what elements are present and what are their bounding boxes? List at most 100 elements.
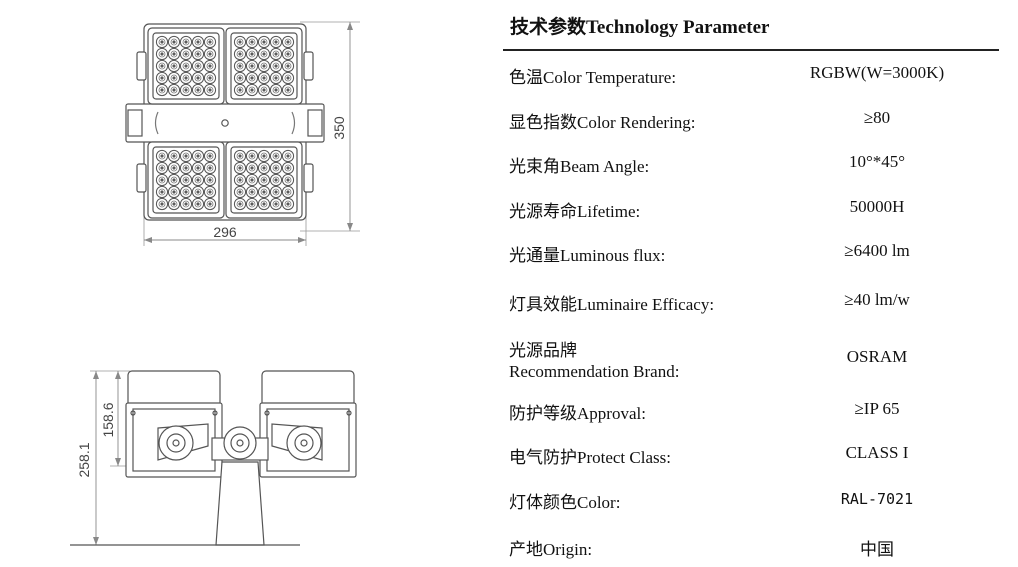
led-cell <box>155 59 169 73</box>
led-cell <box>257 149 271 163</box>
led-cell <box>155 185 169 199</box>
param-label-en: Recommendation Brand: <box>509 362 680 381</box>
led-cell <box>203 185 217 199</box>
led-cell <box>281 71 295 85</box>
led-cell <box>281 185 295 199</box>
led-cell <box>167 173 181 187</box>
led-cell <box>155 35 169 49</box>
led-cell <box>257 173 271 187</box>
led-cell <box>179 149 193 163</box>
led-cell <box>233 149 247 163</box>
led-cell <box>233 59 247 73</box>
param-value: OSRAM <box>846 347 908 366</box>
param-label: 色温Color Temperature: <box>509 68 677 87</box>
param-label: 电气防护Protect Class: <box>509 448 671 467</box>
led-cell <box>191 83 205 97</box>
led-cell <box>245 161 259 175</box>
led-cell <box>281 149 295 163</box>
led-cell <box>281 173 295 187</box>
param-value: CLASS I <box>845 443 909 462</box>
led-cell <box>257 83 271 97</box>
param-label: 光通量Luminous flux: <box>509 246 666 265</box>
fixture-drawing: 350 296 <box>70 21 360 546</box>
param-value: RAL-7021 <box>840 490 914 508</box>
led-cell <box>269 197 283 211</box>
param-label-cn: 光源品牌 <box>509 341 577 360</box>
led-cell <box>233 35 247 49</box>
led-cell <box>233 197 247 211</box>
led-cell <box>257 161 271 175</box>
led-cell <box>179 71 193 85</box>
led-cell <box>179 47 193 61</box>
led-cell <box>167 71 181 85</box>
param-value: ≥IP 65 <box>854 399 900 418</box>
led-cell <box>179 59 193 73</box>
led-cell <box>269 149 283 163</box>
led-cell <box>179 185 193 199</box>
led-cell <box>155 197 169 211</box>
param-value: 50000H <box>849 197 905 216</box>
led-cell <box>257 185 271 199</box>
led-cell <box>269 71 283 85</box>
led-cell <box>203 197 217 211</box>
led-cell <box>245 197 259 211</box>
led-cell <box>257 71 271 85</box>
led-cell <box>203 47 217 61</box>
led-cell <box>281 83 295 97</box>
led-cell <box>203 173 217 187</box>
led-cell <box>245 35 259 49</box>
param-label: 灯体颜色Color: <box>509 493 621 512</box>
led-cell <box>269 59 283 73</box>
led-cell <box>257 197 271 211</box>
led-cell <box>233 47 247 61</box>
led-cell <box>155 161 169 175</box>
dim-total-height: 258.1 <box>76 442 92 477</box>
led-cell <box>269 185 283 199</box>
param-label: 产地Origin: <box>509 540 593 559</box>
led-cell <box>269 35 283 49</box>
param-value: ≥6400 lm <box>844 241 910 260</box>
led-cell <box>167 185 181 199</box>
led-cell <box>269 47 283 61</box>
led-cell <box>281 161 295 175</box>
dim-height-top: 350 <box>331 116 347 140</box>
led-cell <box>203 83 217 97</box>
led-cell <box>257 59 271 73</box>
led-cell <box>179 173 193 187</box>
param-value: RGBW(W=3000K) <box>809 63 945 82</box>
led-cell <box>203 71 217 85</box>
led-array <box>155 35 217 97</box>
param-label: 光源寿命Lifetime: <box>509 202 641 221</box>
led-cell <box>203 35 217 49</box>
led-cell <box>233 71 247 85</box>
led-cell <box>245 83 259 97</box>
led-cell <box>191 161 205 175</box>
led-cell <box>203 161 217 175</box>
led-cell <box>203 59 217 73</box>
led-cell <box>191 197 205 211</box>
led-cell <box>155 83 169 97</box>
param-label: 光束角Beam Angle: <box>509 157 650 176</box>
led-cell <box>179 35 193 49</box>
led-cell <box>281 35 295 49</box>
led-cell <box>191 185 205 199</box>
led-cell <box>155 173 169 187</box>
dim-width-top: 296 <box>213 224 237 240</box>
param-value: ≥80 <box>863 108 891 127</box>
led-cell <box>281 197 295 211</box>
param-value: 10°*45° <box>848 152 906 171</box>
led-cell <box>167 161 181 175</box>
led-cell <box>167 83 181 97</box>
led-cell <box>233 83 247 97</box>
led-cell <box>191 59 205 73</box>
led-cell <box>233 185 247 199</box>
title-divider <box>503 49 999 51</box>
led-cell <box>269 173 283 187</box>
led-cell <box>245 149 259 163</box>
led-cell <box>179 161 193 175</box>
top-view <box>125 21 360 246</box>
dim-lamp-height: 158.6 <box>100 402 116 437</box>
led-cell <box>281 47 295 61</box>
led-cell <box>281 59 295 73</box>
side-view <box>70 370 357 546</box>
